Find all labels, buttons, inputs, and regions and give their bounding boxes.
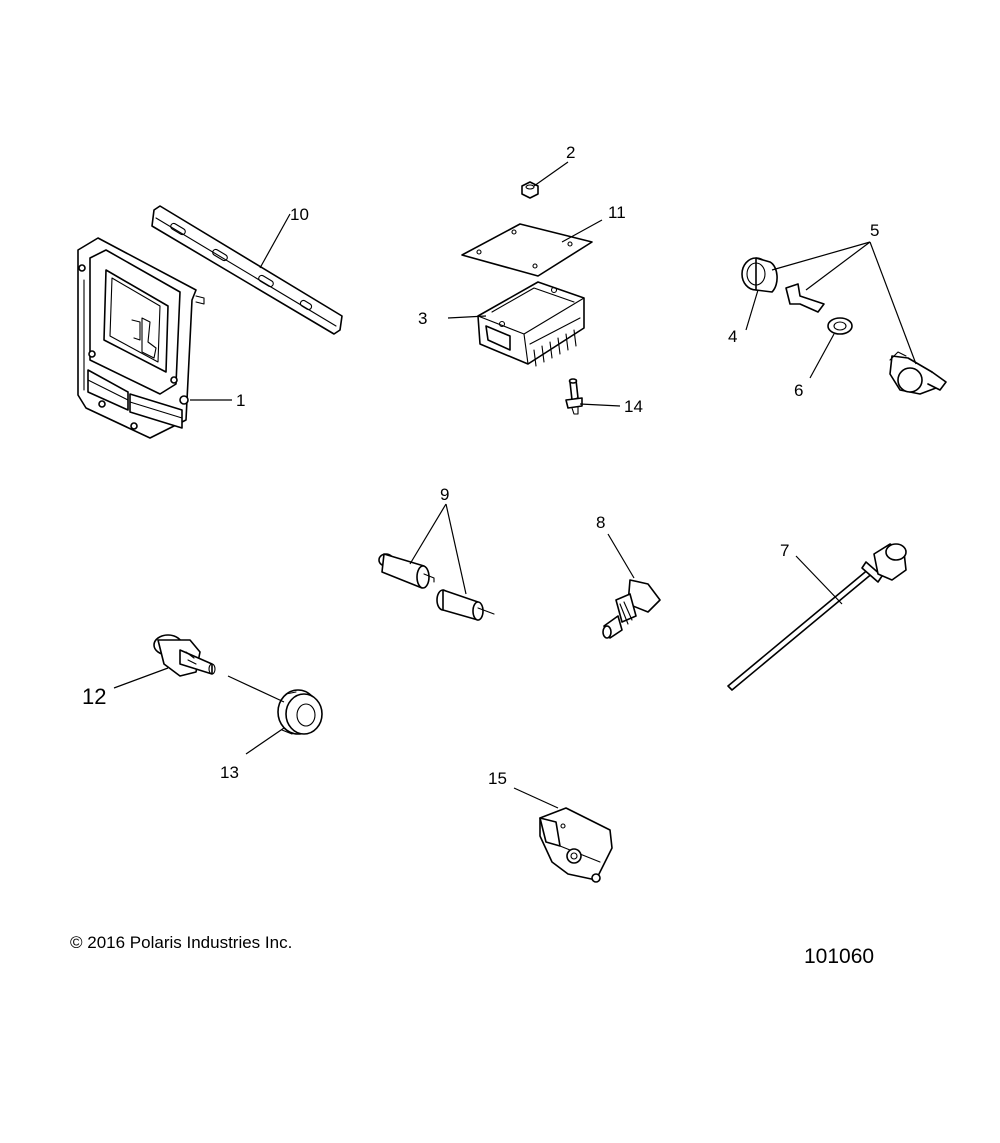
part-9-sleeves xyxy=(378,553,495,621)
callout-10: 10 xyxy=(290,205,309,224)
callout-11: 11 xyxy=(608,203,626,222)
part-6-grommet xyxy=(827,317,853,335)
part-4-cap xyxy=(741,257,778,293)
callout-15: 15 xyxy=(488,769,507,788)
part-15-map-sensor xyxy=(539,807,613,883)
callout-7: 7 xyxy=(780,541,789,560)
document-number: 101060 xyxy=(804,945,874,968)
leader-lines xyxy=(113,161,917,809)
part-13-grommet xyxy=(277,689,323,735)
callout-9: 9 xyxy=(440,485,449,504)
callout-3: 3 xyxy=(418,309,427,328)
part-10-bracket xyxy=(151,205,343,335)
part-8-temp-sensor xyxy=(602,579,661,639)
callout-6: 6 xyxy=(794,381,803,400)
callout-14: 14 xyxy=(624,397,643,416)
callout-1: 1 xyxy=(236,391,245,410)
part-3-module-box xyxy=(477,281,585,367)
callout-8: 8 xyxy=(596,513,605,532)
callout-13: 13 xyxy=(220,763,239,782)
part-5-clip xyxy=(785,283,825,313)
callout-labels: 1 2 3 4 5 6 7 8 9 10 11 12 13 14 15 xyxy=(82,143,879,788)
callout-12: 12 xyxy=(82,684,106,709)
part-1-ecu-module xyxy=(77,237,205,439)
part-5-sensor xyxy=(889,351,947,395)
part-14-bolt xyxy=(565,378,583,415)
callout-2: 2 xyxy=(566,143,575,162)
part-11-cover-plate xyxy=(461,223,593,277)
copyright-text: © 2016 Polaris Industries Inc. xyxy=(70,933,292,952)
callout-5: 5 xyxy=(870,221,879,240)
part-12-sensor xyxy=(153,634,216,677)
part-7-sensor-probe xyxy=(727,543,907,691)
callout-4: 4 xyxy=(728,327,737,346)
